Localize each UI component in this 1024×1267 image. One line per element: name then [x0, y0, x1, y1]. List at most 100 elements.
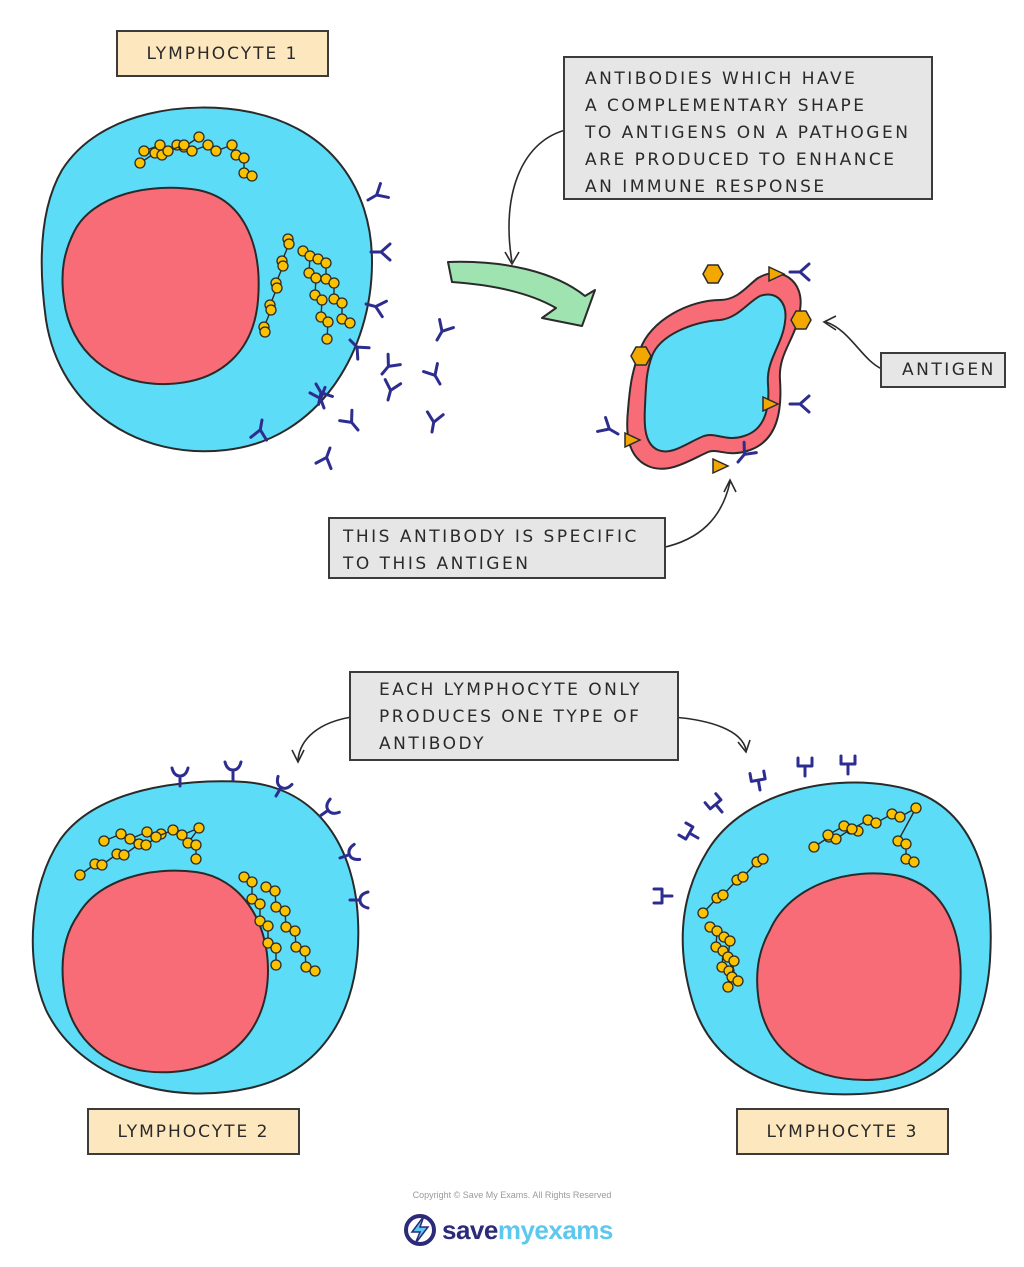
- antibody: [839, 754, 857, 776]
- ribosome: [900, 838, 912, 850]
- ribosome: [321, 333, 333, 345]
- ribosome: [757, 853, 769, 865]
- ribosome: [162, 145, 174, 157]
- ribosome: [846, 823, 858, 835]
- note-antibodies-line-4: ARE PRODUCED TO ENHANCE: [585, 150, 897, 170]
- antibody: [369, 242, 392, 262]
- ribosome: [193, 822, 205, 834]
- ribosome: [150, 831, 162, 843]
- ribosome: [262, 937, 274, 949]
- antigen-triangle: [712, 457, 730, 475]
- lymphocyte-3-ribosomes: [697, 802, 922, 993]
- ribosome: [202, 139, 214, 151]
- copyright-text: Copyright © Save My Exams. All Rights Re…: [412, 1190, 612, 1200]
- lymphocyte-1-nucleus: [61, 186, 260, 386]
- ribosome: [894, 811, 906, 823]
- antibody: [422, 410, 445, 435]
- antibody: [378, 378, 403, 404]
- ribosome: [186, 145, 198, 157]
- ribosome: [290, 941, 302, 953]
- ribosome: [271, 282, 283, 294]
- ribosome: [316, 294, 328, 306]
- note-antibodies-line-5: AN IMMUNE RESPONSE: [585, 177, 827, 197]
- ribosome: [300, 961, 312, 973]
- ribosome: [732, 975, 744, 987]
- ribosome: [277, 260, 289, 272]
- ribosome: [724, 935, 736, 947]
- ribosome: [822, 829, 834, 841]
- antigen-triangle: [624, 431, 642, 449]
- brand-logo[interactable]: savemyexams: [404, 1212, 613, 1248]
- antibody: [652, 887, 674, 905]
- ribosome: [74, 869, 86, 881]
- note-each-line-1: EACH LYMPHOCYTE ONLY: [379, 680, 642, 700]
- ribosome: [717, 889, 729, 901]
- antibody: [223, 760, 243, 782]
- ribosome: [246, 170, 258, 182]
- ribosome: [270, 901, 282, 913]
- antibody: [596, 416, 624, 443]
- ribosome: [193, 131, 205, 143]
- note-specific-line-1: THIS ANTIBODY IS SPECIFIC: [343, 527, 639, 547]
- ribosome: [320, 257, 332, 269]
- ribosome: [118, 849, 130, 861]
- ribosome: [210, 145, 222, 157]
- lymphocyte-3-nucleus: [756, 872, 962, 1082]
- note-specific: THIS ANTIBODY IS SPECIFIC TO THIS ANTIGE…: [328, 517, 666, 579]
- note-antibodies-line-1: ANTIBODIES WHICH HAVE: [585, 69, 858, 89]
- ribosome: [265, 304, 277, 316]
- ribosome: [190, 839, 202, 851]
- brand-logo-icon: [404, 1214, 436, 1246]
- antigen-triangle: [762, 395, 780, 413]
- antibody: [374, 352, 402, 381]
- lymphocyte-1-ribosomes: [134, 131, 356, 345]
- ribosome: [309, 965, 321, 977]
- ribosome: [910, 802, 922, 814]
- ribosome: [344, 317, 356, 329]
- ribosome: [270, 942, 282, 954]
- ribosome: [280, 921, 292, 933]
- ribosome: [328, 277, 340, 289]
- antibody: [748, 769, 769, 793]
- lymphocyte-1-cell: [40, 106, 392, 453]
- ribosome: [722, 981, 734, 993]
- arrow-each-note-left: [297, 716, 353, 761]
- antibody: [677, 821, 703, 846]
- label-lymphocyte-2: LYMPHOCYTE 2: [87, 1108, 300, 1155]
- antibody: [338, 408, 366, 437]
- antibody: [428, 318, 455, 346]
- ribosome: [260, 881, 272, 893]
- brand-word-save: save: [442, 1214, 498, 1245]
- antigen-triangle: [768, 265, 786, 283]
- ribosome: [98, 835, 110, 847]
- brand-word-myexams: myexams: [497, 1214, 614, 1245]
- pathogen-antigens: [596, 262, 812, 475]
- note-antibodies-line-3: TO ANTIGENS ON A PATHOGEN: [585, 123, 911, 143]
- ribosome: [870, 817, 882, 829]
- ribosome: [226, 139, 238, 151]
- ribosome: [289, 925, 301, 937]
- ribosome: [269, 885, 281, 897]
- antibody: [362, 182, 390, 209]
- ribosome: [238, 152, 250, 164]
- ribosome: [728, 955, 740, 967]
- ribosome: [96, 859, 108, 871]
- ribosome: [178, 139, 190, 151]
- ribosome: [279, 905, 291, 917]
- note-each-line-2: PRODUCES ONE TYPE OF: [379, 707, 642, 727]
- ribosome: [190, 853, 202, 865]
- antibody: [314, 443, 340, 471]
- ribosome: [262, 920, 274, 932]
- ribosome: [176, 829, 188, 841]
- ribosome: [254, 898, 266, 910]
- ribosome: [299, 945, 311, 957]
- ribosome: [283, 238, 295, 250]
- arrow-antigen-note: [825, 321, 883, 370]
- antigen-hexagon: [790, 310, 812, 330]
- ribosome: [141, 826, 153, 838]
- pathogen: [596, 262, 812, 475]
- antigen-hexagon: [702, 264, 724, 284]
- ribosome: [336, 297, 348, 309]
- ribosome: [154, 139, 166, 151]
